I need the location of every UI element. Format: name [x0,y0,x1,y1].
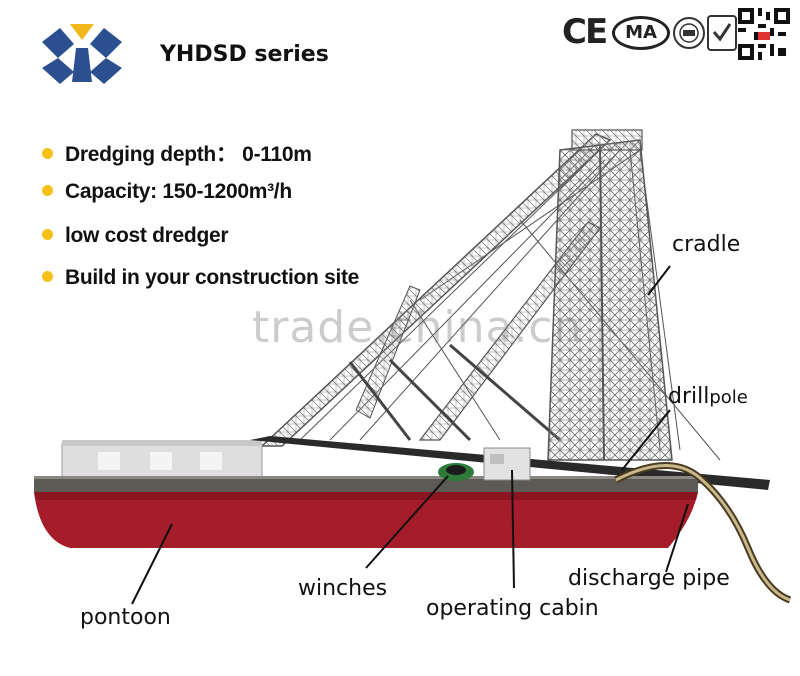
bullet-icon [42,147,53,159]
label-operating-cabin: operating cabin [426,596,599,621]
feature-item-depth: Dredging depth： 0-110m [42,138,312,168]
label-drill: drill [668,384,710,409]
label-pole: pole [709,387,748,408]
watermark: trade.china.cn [252,302,583,353]
hull [34,492,698,548]
cma-mark: MA [612,16,670,50]
label-discharge-pipe: discharge pipe [568,566,730,591]
series-title: YHDSD series [160,42,329,67]
feature-item-site: Build in your construction site [42,266,359,290]
bullet-icon [42,228,53,240]
label-pontoon: pontoon [80,605,171,630]
feature-item-cost: low cost dredger [42,224,229,248]
feature-item-capacity: Capacity: 150-1200m³/h [42,180,292,204]
cradle-tower [547,139,673,461]
label-cradle: cradle [672,232,741,257]
bullet-icon [42,184,53,196]
company-logo [42,24,122,84]
leader-lines [131,265,689,605]
quality-seal-icon [707,15,737,51]
iso-seal-icon [673,17,705,49]
label-drill-pole: drillpole [668,384,748,409]
bullet-icon [42,270,53,282]
label-winches: winches [298,576,388,601]
ce-mark: CE [562,12,608,52]
deck [34,478,698,492]
qr-code-icon [738,8,790,60]
diagonal-strut [355,285,421,419]
